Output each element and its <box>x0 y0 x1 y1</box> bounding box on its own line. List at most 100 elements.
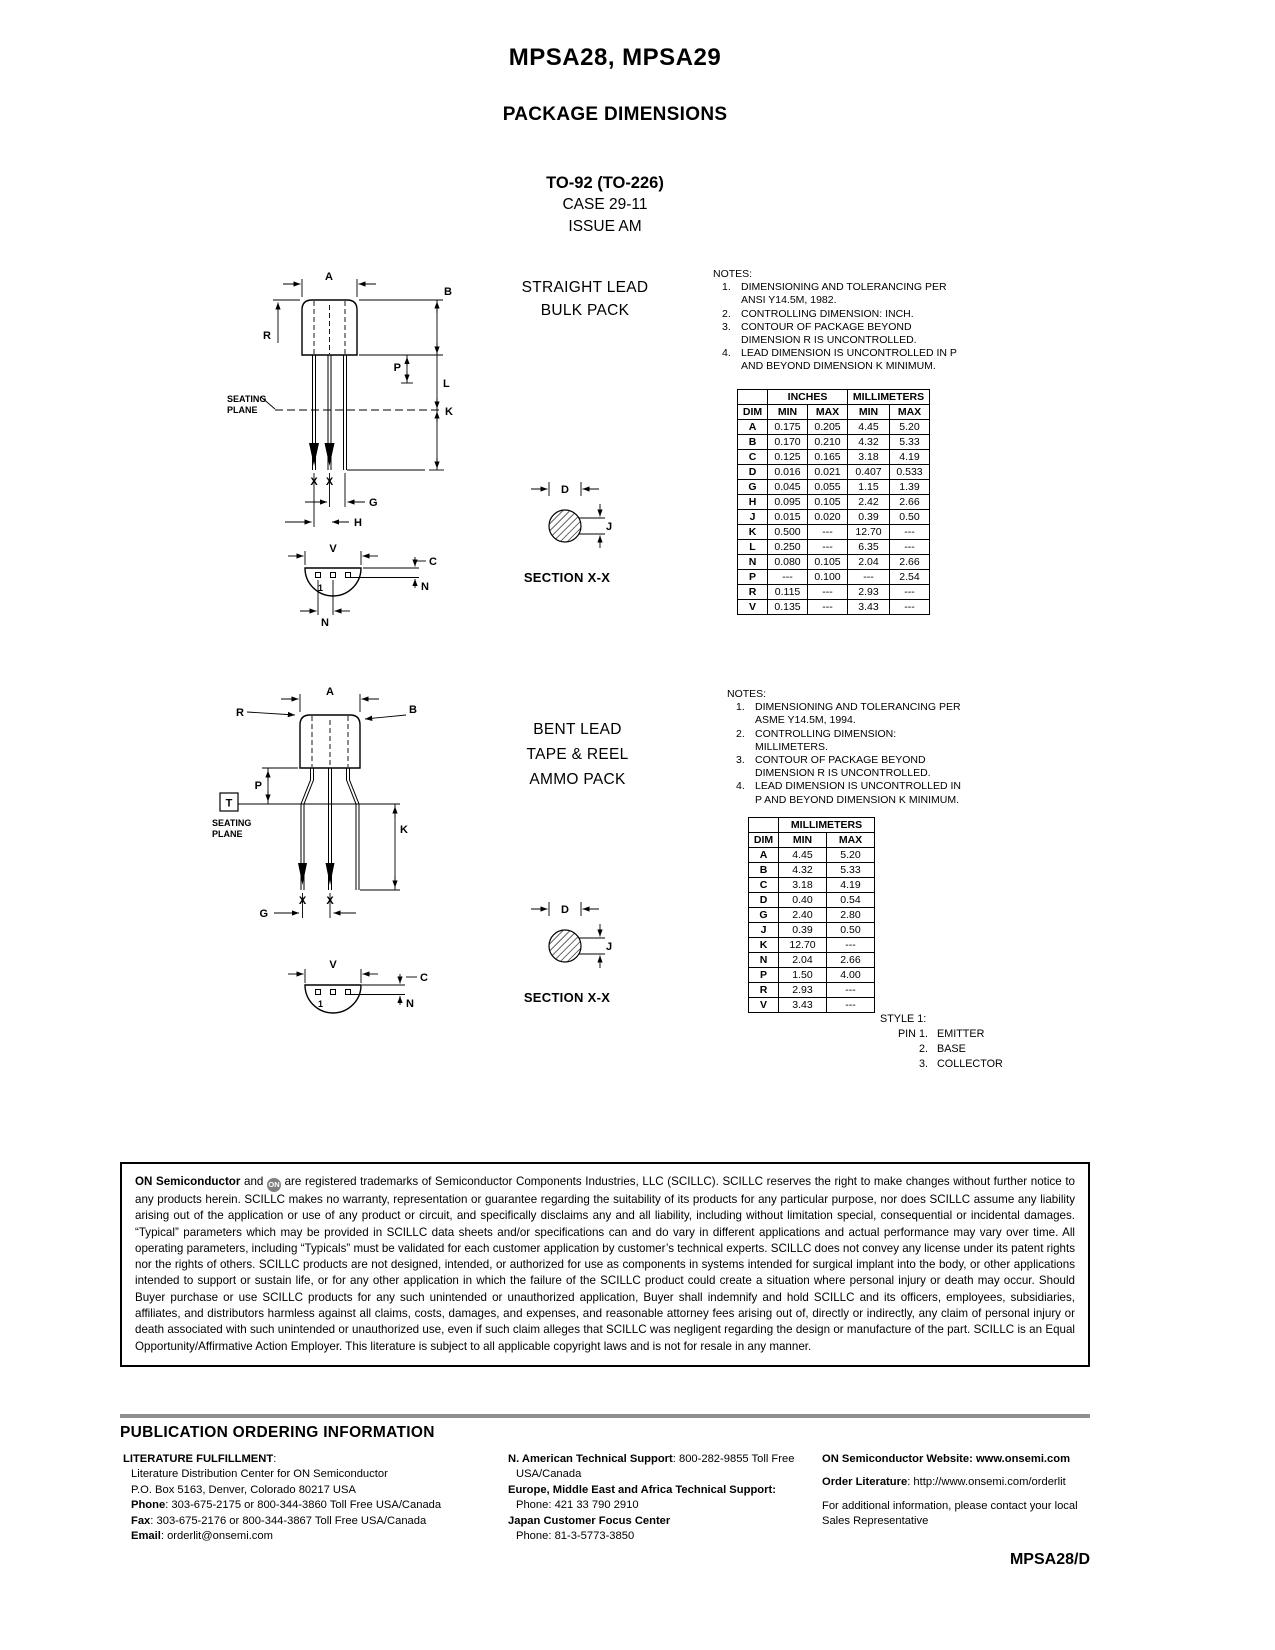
pack-label-line: BENT LEAD <box>533 721 622 738</box>
note-text: DIMENSIONING AND TOLERANCING PER ANSI Y1… <box>741 281 947 307</box>
dim-label-v: V <box>329 959 337 971</box>
section-xx-bent: D J SECTION X-X <box>524 902 612 1005</box>
straight-lead-drawing: A B R P L K SEATING PLANE X X G H V C N … <box>227 271 453 629</box>
style-title: STYLE 1: <box>880 1013 927 1025</box>
table-group-header: INCHES MILLIMETERS <box>737 389 930 405</box>
dim-label-h: H <box>354 517 362 529</box>
support-line: Phone: 81-3-5773-3850 <box>516 1530 635 1543</box>
dim-label-k: K <box>445 406 453 418</box>
issue-number: ISSUE AM <box>568 218 642 235</box>
table-header: DIM MIN MAX <box>748 832 875 848</box>
website-line: ON Semiconductor Website: www.onsemi.com <box>822 1453 1071 1465</box>
note-text: CONTROLLING DIMENSION: MILLIMETERS. <box>755 727 897 753</box>
section-title: PACKAGE DIMENSIONS <box>502 104 728 125</box>
case-number: CASE 29-11 <box>562 196 648 213</box>
straight-pack-label: STRAIGHT LEAD BULK PACK <box>505 276 665 322</box>
dim-label-r: R <box>236 707 244 719</box>
notes-title: NOTES: <box>713 268 753 280</box>
package-body-front <box>299 714 361 769</box>
package-bottom-view <box>304 567 362 597</box>
on-semiconductor-logo-icon: ON <box>266 1178 281 1192</box>
section-x-label: X <box>326 476 334 488</box>
support-line: USA/Canada <box>516 1468 582 1481</box>
pack-label-line: STRAIGHT LEAD <box>521 279 649 296</box>
dim-label-c: C <box>420 972 428 984</box>
note-item: 4. LEAD DIMENSION IS UNCONTROLLED IN P A… <box>736 780 961 806</box>
pin-one-label: 1 <box>318 999 323 1009</box>
note-item: 3. CONTOUR OF PACKAGE BEYOND DIMENSION R… <box>736 754 931 780</box>
style-1-pinout: STYLE 1: PIN 1. EMITTER 2. BASE 3. COLLE… <box>880 1012 1003 1072</box>
package-bottom-view <box>304 984 362 1014</box>
dim-label-j: J <box>606 941 612 953</box>
legal-notice-box: ON Semiconductor and ON are registered t… <box>120 1162 1090 1367</box>
dim-label-l: L <box>443 378 450 390</box>
lead-cross-section <box>548 929 582 963</box>
support-line: Japan Customer Focus Center <box>508 1514 671 1527</box>
legal-text: are registered trademarks of Semiconduct… <box>135 1175 1075 1353</box>
order-literature-line: Order Literature: http://www.onsemi.com/… <box>822 1476 1066 1489</box>
pin-one-label: 1 <box>318 583 323 593</box>
dim-label-a: A <box>325 271 333 283</box>
dim-label-j: J <box>606 521 612 533</box>
dim-label-b: B <box>409 704 417 716</box>
literature-fulfillment-column: LITERATURE FULFILLMENT: Literature Distr… <box>123 1452 495 1544</box>
note-text: LEAD DIMENSION IS UNCONTROLLED IN P AND … <box>741 347 957 373</box>
dim-label-b: B <box>444 286 452 298</box>
dim-label-g: G <box>369 497 378 509</box>
fax-line: Fax: 303-675-2176 or 800-344-3867 Toll F… <box>131 1514 427 1527</box>
dim-label-g: G <box>259 908 268 920</box>
support-line: N. American Technical Support: 800-282-9… <box>508 1453 795 1465</box>
dimension-lines <box>246 694 417 1005</box>
section-xx-title: SECTION X-X <box>524 990 610 1005</box>
section-xx-title: SECTION X-X <box>524 570 610 585</box>
notes-bent: NOTES: 1. DIMENSIONING AND TOLERANCING P… <box>727 688 963 807</box>
website-column: ON Semiconductor Website: www.onsemi.com… <box>822 1452 1100 1530</box>
dim-label-c: C <box>429 556 437 568</box>
dimension-lines <box>260 279 444 615</box>
dim-label-p: P <box>394 362 401 374</box>
note-text: LEAD DIMENSION IS UNCONTROLLED IN P AND … <box>755 780 961 806</box>
column-heading: LITERATURE FULFILLMENT: <box>123 1453 277 1465</box>
note-text: CONTOUR OF PACKAGE BEYOND DIMENSION R IS… <box>741 320 917 347</box>
note-item: 4. LEAD DIMENSION IS UNCONTROLLED IN P A… <box>722 347 957 373</box>
bent-pack-label: BENT LEAD TAPE & REEL AMMO PACK <box>505 717 650 792</box>
dimensions-table-straight: INCHES MILLIMETERS DIM MIN MAX MIN MAX A… <box>737 389 930 615</box>
package-heading: TO-92 (TO-226) CASE 29-11 ISSUE AM <box>25 172 1185 238</box>
table-row: P---0.100---2.54 <box>737 569 930 585</box>
note-item: 3. CONTOUR OF PACKAGE BEYOND DIMENSION R… <box>722 320 917 347</box>
document-code: MPSA28/D <box>1009 1551 1090 1568</box>
section-x-label: X <box>326 895 334 907</box>
page-title: MPSA28, MPSA29 <box>508 44 722 71</box>
note-text: CONTROLLING DIMENSION: INCH. <box>741 307 914 320</box>
seating-plane-label: SEATING <box>227 394 266 404</box>
package-body-front <box>301 299 358 356</box>
divider-rule <box>120 1414 1090 1418</box>
dim-label-d: D <box>561 904 569 916</box>
millimeters-header: MILLIMETERS <box>847 389 930 405</box>
bent-lead-drawing: A R B P T SEATING PLANE K X X G V C N 1 <box>212 686 428 1014</box>
dim-label-k: K <box>400 824 408 836</box>
dim-label-d: D <box>561 484 569 496</box>
lead-cross-section <box>548 509 582 543</box>
bottom-view-pins <box>315 572 351 578</box>
section-cut-arrows <box>309 443 335 466</box>
section-x-label: X <box>310 476 318 488</box>
dim-label-n: N <box>421 581 429 593</box>
note-text: CONTOUR OF PACKAGE BEYOND DIMENSION R IS… <box>755 754 931 780</box>
company-name: ON Semiconductor <box>135 1175 241 1188</box>
support-line: Phone: 421 33 790 2910 <box>516 1499 639 1512</box>
